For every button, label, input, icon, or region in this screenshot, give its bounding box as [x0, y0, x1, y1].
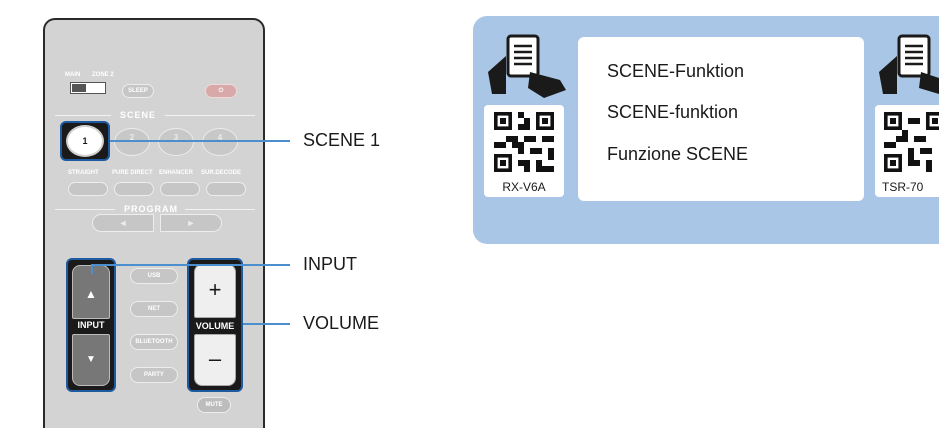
usb-button[interactable]: USB: [130, 268, 178, 284]
minus-icon: –: [208, 346, 222, 371]
function-name-it: Funzione SCENE: [607, 144, 749, 164]
plus-icon: +: [208, 277, 222, 302]
main-label: MAIN: [65, 72, 81, 78]
qr-code-icon-right: [884, 112, 939, 172]
program-header: PROGRAM: [124, 204, 178, 214]
power-icon: ⏻: [218, 88, 224, 94]
enhancer-label: ENHANCER: [159, 170, 194, 176]
input-callout-connector: [91, 264, 93, 274]
straight-label: STRAIGHT: [68, 170, 99, 176]
volume-callout-line: [243, 323, 290, 325]
scene-button-3[interactable]: 3: [158, 128, 194, 156]
volume-down-button[interactable]: –: [194, 334, 236, 386]
program-right-button[interactable]: ►: [160, 214, 222, 232]
input-callout-line: [91, 264, 290, 266]
net-button[interactable]: NET: [130, 301, 178, 317]
pure-direct-button[interactable]: [114, 182, 154, 196]
chevron-left-icon: ◄: [118, 218, 128, 228]
party-button[interactable]: PARTY: [130, 367, 178, 383]
pure-direct-label: PURE DIRECT: [112, 170, 153, 176]
volume-callout: VOLUME: [303, 313, 380, 333]
function-name-box: [578, 37, 864, 201]
sleep-button[interactable]: SLEEP: [122, 84, 154, 98]
input-up-button[interactable]: ▲: [72, 265, 110, 319]
scene-button-4[interactable]: 4: [202, 128, 238, 156]
manual-hand-icon-right: [879, 34, 939, 94]
scene1-callout-line: [110, 140, 290, 142]
arrow-up-icon: ▲: [85, 287, 97, 301]
program-rule-left: [55, 209, 115, 210]
input-label: INPUT: [77, 320, 105, 330]
enhancer-button[interactable]: [160, 182, 200, 196]
zone-switch[interactable]: [70, 82, 106, 94]
scene1-callout: SCENE 1: [303, 130, 381, 150]
scene-rule-right: [165, 115, 255, 116]
function-name-de: SCENE-Funktion: [607, 61, 745, 81]
model-left-label: RX-V6A: [502, 180, 546, 194]
program-left-button[interactable]: ◄: [92, 214, 154, 232]
bluetooth-button[interactable]: BLUETOOTH: [130, 334, 178, 350]
scene-rule-left: [55, 115, 111, 116]
arrow-down-icon: ▼: [86, 354, 96, 365]
input-down-button[interactable]: ▼: [72, 334, 110, 386]
scene-button-2[interactable]: 2: [114, 128, 150, 156]
power-button[interactable]: ⏻: [205, 84, 237, 98]
qr-code-icon: [494, 112, 554, 172]
volume-label: VOLUME: [195, 321, 235, 331]
mute-button[interactable]: MUTE: [197, 397, 231, 413]
sur-decode-button[interactable]: [206, 182, 246, 196]
model-right-label: TSR-70: [882, 180, 924, 194]
scene-button-1[interactable]: 1: [66, 125, 104, 157]
zone2-label: ZONE 2: [92, 72, 114, 78]
straight-button[interactable]: [68, 182, 108, 196]
input-callout: INPUT: [303, 254, 357, 274]
manual-hand-icon: [488, 34, 566, 98]
function-name-sv: SCENE-funktion: [607, 102, 739, 122]
program-rule-right: [185, 209, 255, 210]
sur-decode-label: SUR.DECODE: [201, 170, 242, 176]
scene-header: SCENE: [120, 110, 157, 120]
chevron-right-icon: ►: [186, 218, 196, 228]
volume-up-button[interactable]: +: [194, 264, 236, 318]
